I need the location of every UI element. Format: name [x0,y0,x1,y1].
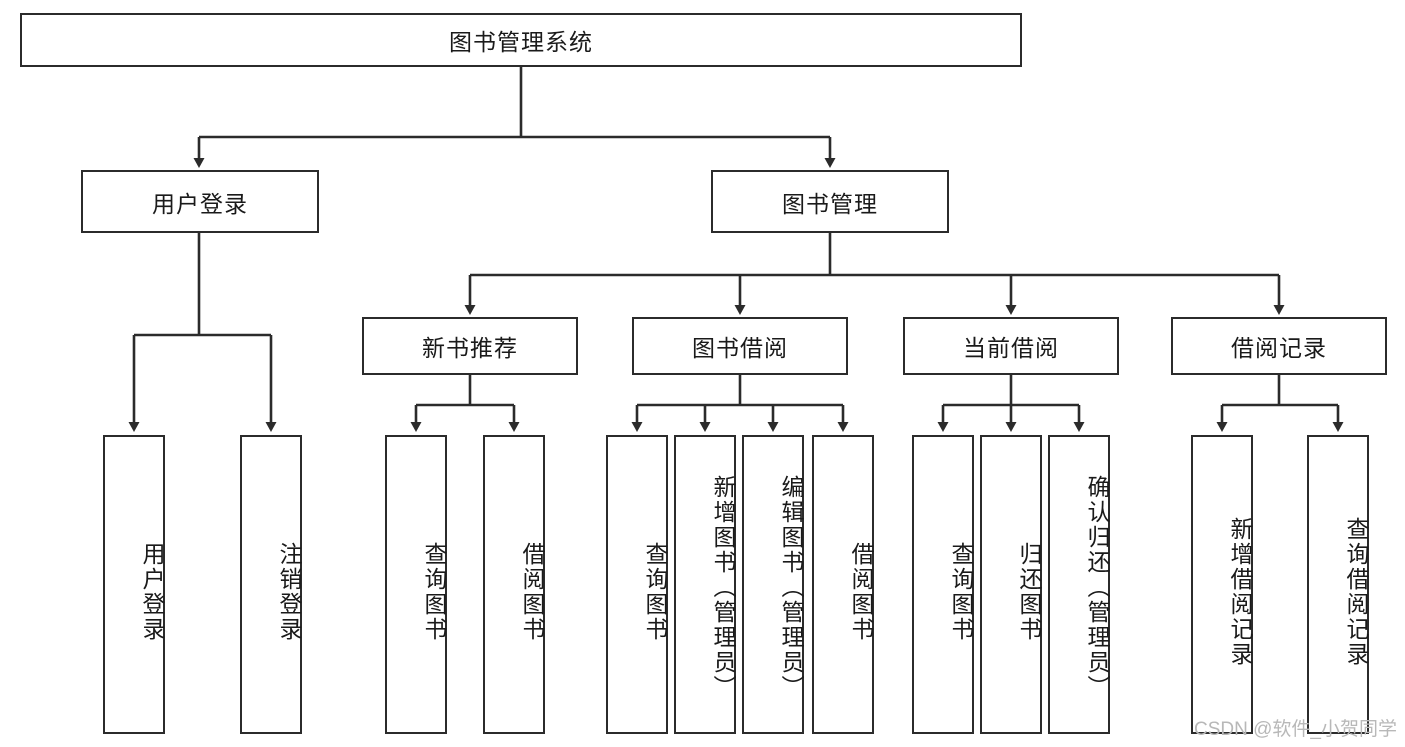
node-current-borrow[interactable]: 当前借阅 [903,317,1119,375]
node-leaf-query-book-1[interactable]: 查询图书 [385,435,447,734]
node-leaf-query-book-2[interactable]: 查询图书 [606,435,668,734]
node-book-borrow[interactable]: 图书借阅 [632,317,848,375]
node-user-login[interactable]: 用户登录 [81,170,319,233]
node-leaf-confirm-return[interactable]: 确认归还（管理员） [1048,435,1110,734]
node-leaf-add-book[interactable]: 新增图书（管理员） [674,435,736,734]
node-leaf-edit-book[interactable]: 编辑图书（管理员） [742,435,804,734]
node-new-book-recommend[interactable]: 新书推荐 [362,317,578,375]
node-book-management[interactable]: 图书管理 [711,170,949,233]
node-leaf-query-record[interactable]: 查询借阅记录 [1307,435,1369,734]
node-leaf-borrow-book-2[interactable]: 借阅图书 [812,435,874,734]
node-leaf-borrow-book-1[interactable]: 借阅图书 [483,435,545,734]
node-leaf-add-record[interactable]: 新增借阅记录 [1191,435,1253,734]
node-leaf-user-login[interactable]: 用户登录 [103,435,165,734]
watermark-text: CSDN @软件_小贺同学 [1194,719,1397,740]
node-leaf-return-book[interactable]: 归还图书 [980,435,1042,734]
node-leaf-logout[interactable]: 注销登录 [240,435,302,734]
node-borrow-record[interactable]: 借阅记录 [1171,317,1387,375]
node-root[interactable]: 图书管理系统 [20,13,1022,67]
node-leaf-query-book-3[interactable]: 查询图书 [912,435,974,734]
